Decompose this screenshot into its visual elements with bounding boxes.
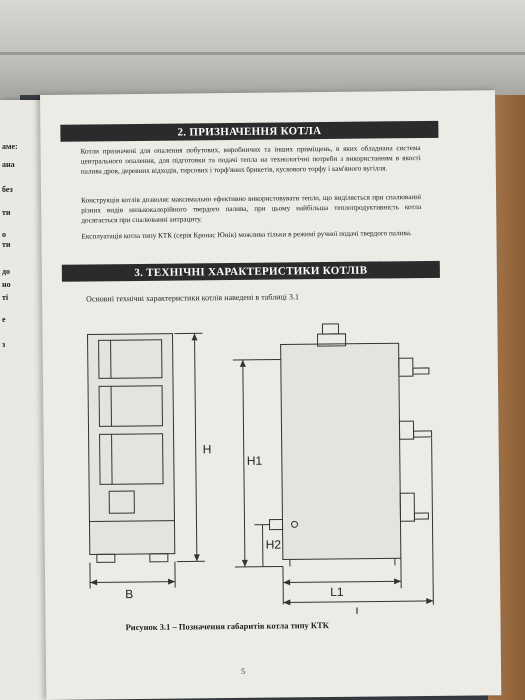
label-h2: H2 (266, 537, 282, 551)
figure-caption: Рисунок 3.1 – Позначення габаритів котла… (125, 620, 329, 633)
left-fragment: ти (2, 208, 11, 217)
boiler-dimension-drawing: H B H1 H2 L1 L (87, 323, 434, 617)
left-fragment: до (2, 267, 11, 276)
left-fragment: ти (2, 240, 11, 249)
floor-crack (0, 52, 525, 55)
label-l: L (355, 605, 362, 617)
label-h1: H1 (247, 454, 263, 468)
section-2-paragraph-2: Конструкція котлів дозволяє максимально … (81, 193, 422, 225)
dimension-l (283, 437, 434, 605)
dimension-l1 (282, 558, 402, 605)
document-page: 2. ПРИЗНАЧЕННЯ КОТЛА Котли призначені дл… (40, 90, 502, 700)
dimension-h2 (254, 524, 270, 567)
left-fragment: ана (2, 160, 15, 169)
section-2-paragraph-3: Експлуатація котла типу КТК (серія Крона… (81, 229, 412, 241)
dimension-b (89, 561, 176, 589)
section-2-heading: 2. ПРИЗНАЧЕННЯ КОТЛА (60, 120, 439, 142)
left-fragment: з (2, 340, 6, 349)
left-fragment: но (2, 280, 11, 289)
section-3-intro: Основні технічні характеристики котлів н… (86, 292, 300, 304)
dimension-h (174, 332, 205, 563)
label-l1: L1 (330, 585, 344, 599)
left-fragment: аме: (2, 142, 18, 151)
left-fragment: е (2, 315, 6, 324)
label-b: B (125, 587, 133, 601)
section-2-paragraph-1: Котли призначені для опалення побутових,… (80, 144, 421, 176)
side-view-boiler (268, 323, 433, 567)
left-fragment: без (2, 185, 13, 194)
section-3-heading: 3. ТЕХНІЧНІ ХАРАКТЕРИСТИКИ КОТЛІВ (61, 260, 440, 282)
front-view-boiler (87, 333, 176, 563)
dimension-h1 (232, 358, 283, 568)
label-h: H (203, 442, 212, 456)
left-fragment: о (2, 230, 6, 239)
left-page: аме: ана без ти о ти до но ті е з (0, 100, 48, 700)
page-number: 5 (241, 666, 246, 676)
left-fragment: ті (2, 293, 9, 302)
